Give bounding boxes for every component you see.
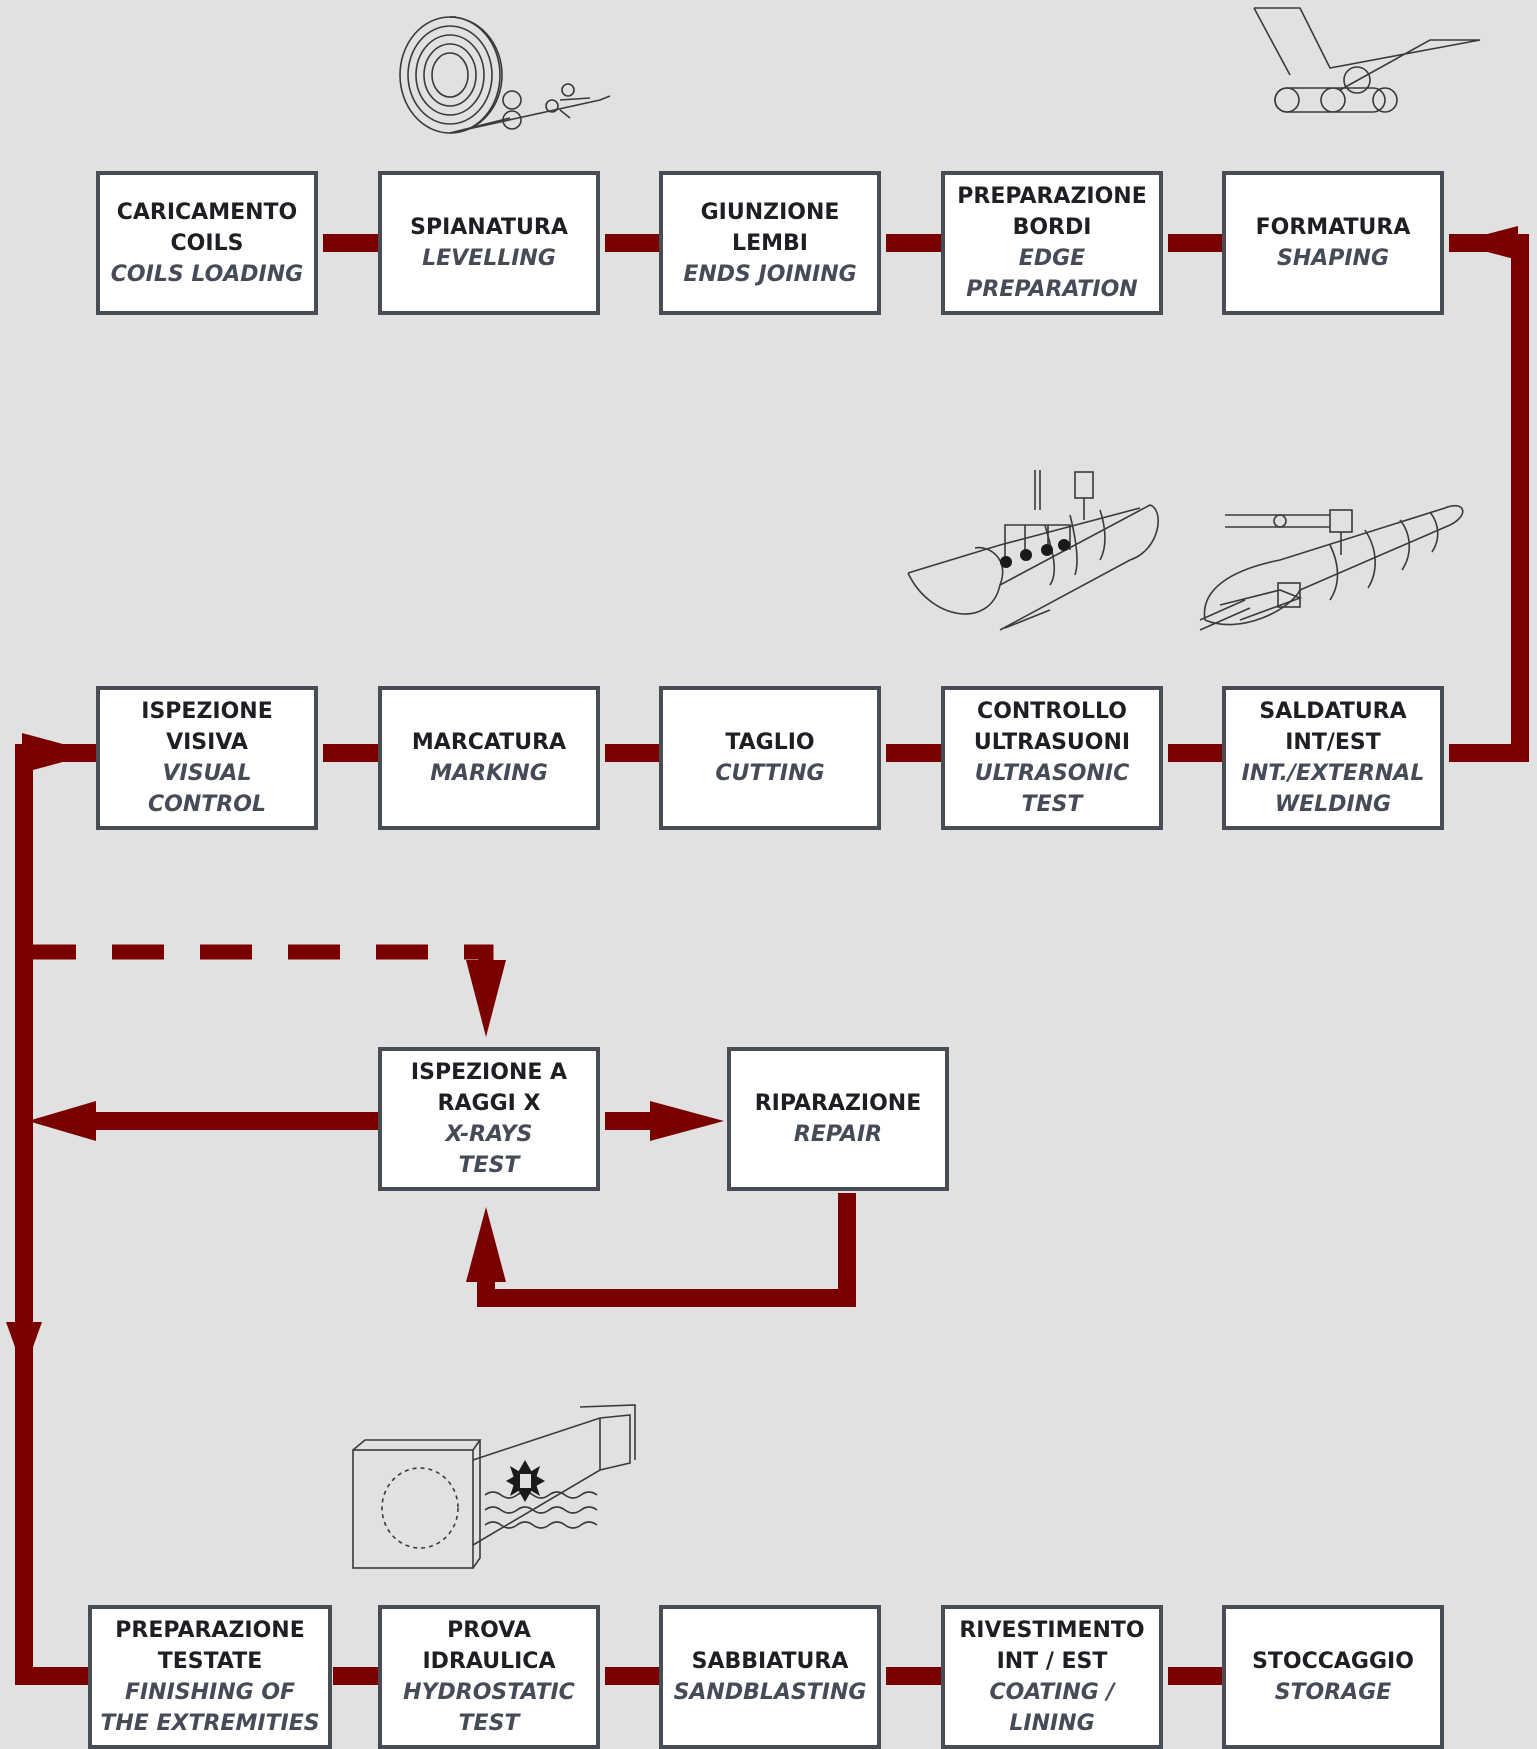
step-label-en: STORAGE <box>1274 1680 1392 1705</box>
step-label-it: GIUNZIONE LEMBI <box>700 199 840 256</box>
step-welding: SALDATURA INT/EST INT./EXTERNAL WELDING <box>1222 686 1444 830</box>
arrowhead-into-shaping-line <box>1453 226 1518 260</box>
coil-roll-icon <box>399 16 611 134</box>
step-label-it: SALDATURA INT/EST <box>1259 699 1407 755</box>
step-label-en: MARKING <box>430 761 548 786</box>
step-coils-loading: CARICAMENTO COILS COILS LOADING <box>96 171 318 315</box>
step-sandblasting: SABBIATURA SANDBLASTING <box>659 1605 881 1749</box>
step-label-en: INT./EXTERNAL WELDING <box>1241 761 1425 817</box>
step-label-en: HYDROSTATIC TEST <box>403 1680 575 1736</box>
step-label-en: COATING / LINING <box>989 1680 1115 1736</box>
connector-5-6 <box>1449 234 1529 762</box>
step-label-en: ENDS JOINING <box>683 261 857 287</box>
step-levelling: SPIANATURA LEVELLING <box>378 171 600 315</box>
welding-head-pipe-icon <box>1199 505 1464 631</box>
step-ends-joining: GIUNZIONE LEMBI ENDS JOINING <box>659 171 881 315</box>
connector-repair-return <box>477 1193 856 1307</box>
arrowhead-trunk-down <box>6 1322 42 1372</box>
step-finishing-extremities: PREPARAZIONE TESTATE FINISHING OF THE EX… <box>88 1605 332 1749</box>
step-label-en: SANDBLASTING <box>673 1680 867 1705</box>
hydrostatic-test-pipe-icon <box>352 1404 636 1569</box>
ultrasonic-probe-pipe-icon <box>907 470 1159 631</box>
shaping-rollers-icon <box>1253 7 1481 113</box>
step-label-it: PROVA IDRAULICA <box>422 1618 556 1674</box>
arrowhead-into-xray <box>466 960 506 1037</box>
step-label-en: FINISHING OF THE EXTREMITIES <box>100 1680 320 1736</box>
step-label-en: X-RAYS TEST <box>445 1122 533 1178</box>
step-cutting: TAGLIO CUTTING <box>659 686 881 830</box>
step-label-en: CUTTING <box>715 761 825 786</box>
step-label-en: ULTRASONIC TEST <box>974 761 1130 817</box>
step-label-it: SABBIATURA <box>691 1649 849 1674</box>
step-ultrasonic-test: CONTROLLO ULTRASUONI ULTRASONIC TEST <box>941 686 1163 830</box>
step-repair: RIPARAZIONE REPAIR <box>727 1047 949 1191</box>
step-label-it: PREPARAZIONE BORDI <box>957 184 1147 240</box>
step-marking: MARCATURA MARKING <box>378 686 600 830</box>
step-label-en: VISUAL CONTROL <box>148 761 266 817</box>
step-label-it: TAGLIO <box>725 730 815 755</box>
step-label-it: ISPEZIONE A RAGGI X <box>410 1060 568 1116</box>
step-label-en: SHAPING <box>1276 246 1390 271</box>
step-label-it: STOCCAGGIO <box>1252 1649 1414 1674</box>
step-label-it: RIPARAZIONE <box>754 1091 922 1116</box>
step-label-en: EDGE PREPARATION <box>966 246 1138 302</box>
step-coating-lining: RIVESTIMENTO INT / EST COATING / LINING <box>941 1605 1163 1749</box>
dashed-optional-line <box>24 944 494 980</box>
step-shaping: FORMATURA SHAPING <box>1222 171 1444 315</box>
step-storage: STOCCAGGIO STORAGE <box>1222 1605 1444 1749</box>
left-trunk-line <box>15 744 96 1685</box>
step-label-it: MARCATURA <box>411 730 567 755</box>
step-label-it: CONTROLLO ULTRASUONI <box>973 699 1131 755</box>
step-label-it: PREPARAZIONE TESTATE <box>115 1618 305 1674</box>
step-label-it: ISPEZIONE VISIVA <box>141 699 273 755</box>
arrowhead-xray-left <box>28 1101 96 1141</box>
arrowhead-into-repair <box>650 1101 724 1141</box>
step-label-it: CARICAMENTO COILS <box>116 199 298 256</box>
step-edge-preparation: PREPARAZIONE BORDI EDGE PREPARATION <box>941 171 1163 315</box>
step-xrays-test: ISPEZIONE A RAGGI X X-RAYS TEST <box>378 1047 600 1191</box>
step-hydrostatic-test: PROVA IDRAULICA HYDROSTATIC TEST <box>378 1605 600 1749</box>
arrowhead-into-visual-control <box>22 733 96 773</box>
step-label-it: FORMATURA <box>1255 215 1411 240</box>
step-label-it: SPIANATURA <box>410 215 568 240</box>
arrowhead-repair-return <box>466 1207 506 1282</box>
step-label-en: COILS LOADING <box>110 261 304 287</box>
step-label-en: REPAIR <box>793 1122 883 1147</box>
step-label-it: RIVESTIMENTO INT / EST <box>959 1618 1145 1674</box>
step-visual-control: ISPEZIONE VISIVA VISUAL CONTROL <box>96 686 318 830</box>
step-label-en: LEVELLING <box>422 246 556 271</box>
